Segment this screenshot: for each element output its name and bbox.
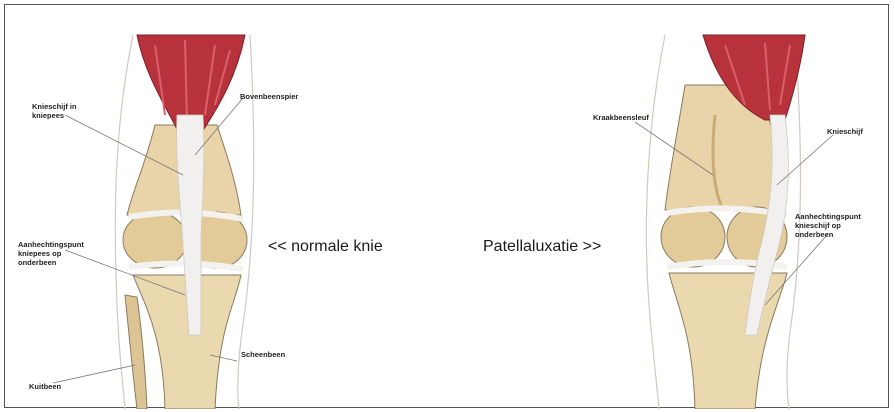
- label-patella: Knieschijf: [827, 127, 863, 136]
- normal-knee-drawing: [5, 5, 335, 409]
- label-attachment-right: Aanhechtingspunt knieschijf op onderbeen: [795, 212, 861, 239]
- luxation-knee-drawing: [565, 5, 890, 409]
- caption-normal-knee: << normale knie: [268, 238, 383, 256]
- label-patella-tendon: Knieschijf in kniepees: [32, 102, 77, 120]
- label-fibula: Kuitbeen: [29, 382, 61, 391]
- normal-knee-illustration: Knieschijf in kniepees Bovenbeenspier Aa…: [5, 5, 335, 409]
- luxation-knee-illustration: Kraakbeensleuf Knieschijf Aanhechtingspu…: [565, 5, 890, 409]
- label-trochlear-groove: Kraakbeensleuf: [593, 113, 649, 122]
- label-attachment-left: Aanhechtingspunt kniepees op onderbeen: [18, 240, 84, 267]
- label-tibia: Scheenbeen: [241, 350, 285, 359]
- label-quadriceps: Bovenbeenspier: [240, 92, 298, 101]
- figure-frame: Knieschijf in kniepees Bovenbeenspier Aa…: [4, 4, 889, 408]
